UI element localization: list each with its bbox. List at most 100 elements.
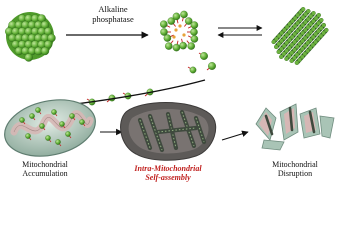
fiber-bead bbox=[287, 38, 292, 42]
fiber-bead bbox=[306, 9, 311, 14]
peptide-bead bbox=[200, 52, 208, 60]
fiber-texture bbox=[167, 113, 177, 149]
diagram-artwork bbox=[4, 7, 335, 161]
fiber-bead bbox=[303, 28, 308, 32]
fiber-bead bbox=[313, 32, 318, 36]
fiber-bead bbox=[287, 30, 292, 34]
fiber-bead bbox=[293, 16, 297, 21]
fiber-bead bbox=[319, 18, 324, 23]
fiber-bead bbox=[279, 31, 284, 35]
fiber-bead bbox=[295, 21, 300, 25]
fiber-bead bbox=[277, 34, 281, 38]
micelle-cluster bbox=[160, 10, 199, 52]
step1-label-line1: Mitochondrial bbox=[22, 160, 68, 169]
step1-label: Mitochondrial Accumulation bbox=[6, 160, 84, 178]
peptide-bead bbox=[190, 21, 199, 29]
peptide-bead bbox=[39, 123, 45, 129]
peptide-bead bbox=[59, 121, 65, 127]
step2-label-line2: Self-assembly bbox=[145, 173, 191, 182]
peptide-bead bbox=[35, 107, 41, 113]
fiber-bead bbox=[311, 11, 316, 16]
fiber-bead bbox=[294, 60, 299, 65]
fiber-texture bbox=[139, 119, 151, 149]
fiber-bead bbox=[290, 43, 294, 47]
fiber-bead bbox=[297, 49, 302, 54]
phosphate-group bbox=[182, 33, 186, 37]
fiber-bead bbox=[289, 50, 294, 55]
step1-label-line2: Accumulation bbox=[22, 169, 68, 178]
fiber-bead bbox=[321, 31, 326, 35]
step2-label: Intra-Mitochondrial Self-assembly bbox=[118, 164, 218, 182]
fiber-bead bbox=[285, 33, 289, 37]
mitochondrion-accumulation bbox=[4, 99, 96, 157]
fiber-bead bbox=[311, 35, 315, 39]
fiber-bead bbox=[274, 44, 279, 49]
fiber-bead bbox=[300, 39, 305, 43]
nanoparticle-sphere bbox=[5, 12, 56, 62]
fiber-bead bbox=[303, 44, 307, 48]
fiber-bead bbox=[274, 37, 279, 41]
fiber-bead bbox=[297, 42, 302, 46]
nanofiber bbox=[288, 106, 294, 132]
fiber-bead bbox=[298, 34, 302, 38]
fiber-bead bbox=[295, 37, 300, 41]
fiber-bead bbox=[316, 37, 321, 41]
fiber-bead bbox=[308, 14, 313, 19]
fiber-bead bbox=[290, 19, 295, 24]
peptide-bead bbox=[190, 28, 198, 36]
phosphate-group bbox=[174, 28, 178, 32]
fiber-bead bbox=[303, 36, 308, 40]
fiber-bead bbox=[271, 40, 276, 44]
fiber-texture bbox=[195, 117, 205, 143]
peptide-bead bbox=[45, 135, 51, 141]
peptide-bead bbox=[172, 43, 181, 52]
peptide-bead bbox=[179, 41, 187, 50]
peptide-bead bbox=[51, 109, 57, 115]
step3-label-line1: Mitochondrial bbox=[272, 160, 318, 169]
step3-label: Mitochondrial Disruption bbox=[256, 160, 334, 178]
fiber-bead bbox=[316, 21, 321, 26]
phosphate-group bbox=[178, 24, 182, 28]
fiber-bead bbox=[305, 33, 310, 37]
fiber-bead bbox=[282, 51, 286, 56]
fiber-bead bbox=[284, 41, 289, 45]
fiber-bead bbox=[308, 46, 313, 50]
peptide-bead bbox=[25, 133, 31, 139]
step3-label-line2: Disruption bbox=[277, 169, 313, 178]
fiber-bead bbox=[292, 55, 297, 60]
fiber-bead bbox=[276, 49, 281, 54]
peptide-bead bbox=[190, 35, 199, 43]
peptide-bead bbox=[187, 42, 195, 50]
fiber-texture bbox=[157, 127, 197, 133]
fiber-bead bbox=[321, 23, 326, 28]
peptide-bead bbox=[24, 53, 33, 62]
fiber-bead bbox=[319, 26, 324, 30]
fiber-bead bbox=[311, 27, 316, 31]
fiber-bead bbox=[311, 19, 316, 24]
phosphate-group bbox=[172, 35, 176, 39]
fiber-bead bbox=[305, 41, 310, 45]
enzyme-label-line1: Alkaline bbox=[98, 4, 128, 14]
fiber-bead bbox=[301, 7, 306, 12]
step-arrow-2 bbox=[221, 130, 249, 141]
enzyme-label-line2: phosphatase bbox=[92, 14, 134, 24]
fiber-bead bbox=[290, 27, 295, 31]
fiber-bead bbox=[308, 30, 313, 34]
uptake-arrow bbox=[59, 79, 206, 110]
peptide-bead bbox=[19, 117, 25, 123]
fiber-bead bbox=[313, 40, 318, 44]
fiber-bead bbox=[289, 58, 294, 63]
fiber-bead bbox=[287, 22, 292, 26]
peptide-bead bbox=[65, 131, 71, 137]
fiber-bead bbox=[295, 52, 299, 57]
peptide-bead bbox=[55, 139, 61, 145]
fiber-bead bbox=[297, 57, 302, 62]
fiber-texture bbox=[149, 115, 163, 151]
mitochondrion-disruption bbox=[255, 103, 335, 151]
scheme-diagram: Alkaline phosphatase Mitochondrial Accum… bbox=[4, 4, 335, 182]
peptide-bead bbox=[79, 119, 85, 125]
fiber-bead bbox=[284, 56, 289, 61]
fiber-bead bbox=[300, 47, 305, 51]
fiber-bead bbox=[303, 12, 308, 17]
fiber-bead bbox=[279, 54, 284, 59]
